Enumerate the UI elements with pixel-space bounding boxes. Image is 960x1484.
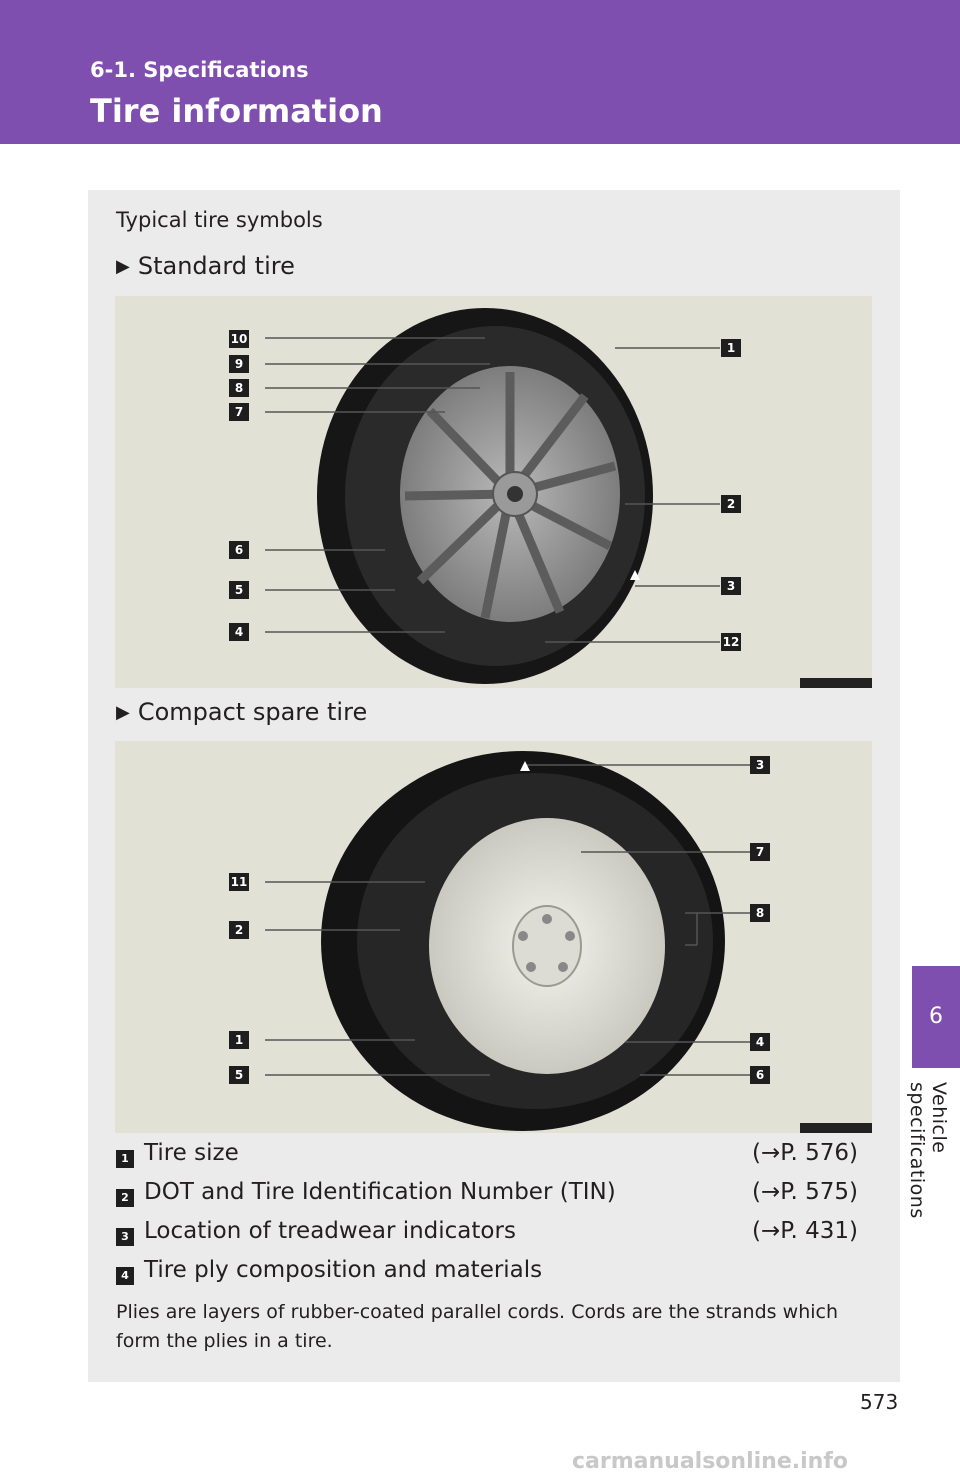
item-label: Tire ply composition and materials: [144, 1257, 543, 1283]
page-reference-link[interactable]: (→P. 431): [751, 1218, 858, 1244]
item-label: DOT and Tire Identification Number (TIN): [144, 1179, 616, 1205]
standard-tire-heading: ▶ Standard tire: [116, 252, 295, 280]
callout-11: 11: [229, 873, 249, 891]
page-reference-link[interactable]: (→P. 576): [751, 1140, 858, 1166]
callout-10: 10: [229, 330, 249, 348]
callout-7: 7: [750, 843, 770, 861]
callout-12: 12: [721, 633, 741, 651]
item-label: Location of treadwear indicators: [144, 1218, 516, 1244]
item-number-badge: 3: [116, 1228, 134, 1246]
callout-5: 5: [229, 581, 249, 599]
watermark: carmanualsonline.info: [572, 1449, 848, 1474]
triangle-bullet-icon: ▶: [116, 256, 130, 277]
callout-6: 6: [229, 541, 249, 559]
list-item: 1 Tire size (→P. 576): [116, 1140, 858, 1179]
list-item: 2 DOT and Tire Identification Number (TI…: [116, 1179, 858, 1218]
compact-tire-heading: ▶ Compact spare tire: [116, 698, 367, 726]
symbol-list: 1 Tire size (→P. 576) 2 DOT and Tire Ide…: [116, 1140, 858, 1296]
list-item: 4 Tire ply composition and materials: [116, 1257, 858, 1296]
callout-1: 1: [721, 339, 741, 357]
triangle-bullet-icon: ▶: [116, 702, 130, 723]
item-label: Tire size: [144, 1140, 239, 1166]
callout-1: 1: [229, 1031, 249, 1049]
callout-8: 8: [750, 904, 770, 922]
callout-4: 4: [229, 623, 249, 641]
compact-tire-illustration: [265, 751, 750, 1131]
section-label: 6-1. Specifications: [90, 58, 309, 82]
page-title: Tire information: [90, 92, 383, 130]
callout-3: 3: [750, 756, 770, 774]
compact-tire-figure: 11 2 1 5 3 7 8 4 6: [115, 741, 872, 1133]
callout-5: 5: [229, 1066, 249, 1084]
item-number-badge: 1: [116, 1150, 134, 1168]
item-number-badge: 4: [116, 1267, 134, 1285]
chapter-label: Vehicle specifications: [906, 1082, 950, 1219]
figure-code-bar: [800, 1123, 872, 1133]
callout-9: 9: [229, 355, 249, 373]
callout-4: 4: [750, 1033, 770, 1051]
compact-tire-title: Compact spare tire: [137, 698, 368, 726]
tire-symbols-panel: Typical tire symbols ▶ Standard tire: [88, 190, 900, 1382]
standard-tire-title: Standard tire: [137, 252, 295, 280]
callout-7: 7: [229, 403, 249, 421]
item-number-badge: 2: [116, 1189, 134, 1207]
list-item: 3 Location of treadwear indicators (→P. …: [116, 1218, 858, 1257]
page-number: 573: [860, 1390, 899, 1414]
chapter-tab[interactable]: 6: [912, 966, 960, 1068]
item-description: Plies are layers of rubber-coated parall…: [116, 1301, 838, 1352]
standard-tire-illustration: [265, 308, 720, 684]
callout-6: 6: [750, 1066, 770, 1084]
callout-3: 3: [721, 577, 741, 595]
figure-code-bar: [800, 678, 872, 688]
panel-heading: Typical tire symbols: [116, 208, 323, 232]
callout-2: 2: [721, 495, 741, 513]
page-header: 6-1. Specifications Tire information: [0, 0, 960, 144]
standard-tire-figure: 10 9 8 7 6 5 4 1 2 3 12: [115, 296, 872, 688]
callout-2: 2: [229, 921, 249, 939]
page-reference-link[interactable]: (→P. 575): [751, 1179, 858, 1205]
callout-8: 8: [229, 379, 249, 397]
